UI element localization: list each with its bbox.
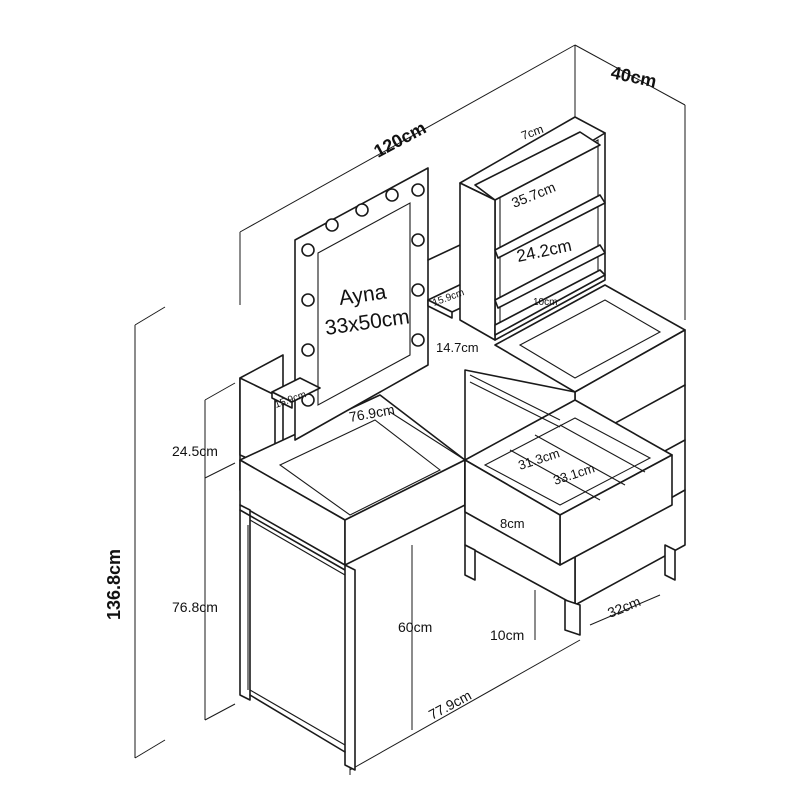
- cabinet-depth-label: 32cm: [605, 593, 643, 621]
- bulb-icon: [411, 183, 425, 197]
- bulb-icon: [411, 283, 425, 297]
- shelf-unit: [459, 116, 606, 341]
- bulb-icon: [301, 343, 315, 357]
- bulb-icon: [385, 188, 399, 202]
- bulb-icon: [301, 293, 315, 307]
- upper-height-label: 24.5cm: [172, 443, 218, 459]
- bulb-icon: [411, 333, 425, 347]
- small-shelf-left: [271, 377, 321, 409]
- drawer-height-label: 8cm: [500, 516, 525, 531]
- leg-height-label: 60cm: [398, 619, 432, 635]
- left-desk: [239, 354, 466, 771]
- bulb-icon: [355, 203, 369, 217]
- shelf-bottom-label: 10cm: [533, 297, 557, 308]
- desk-width-dimension: [349, 639, 581, 775]
- desk-height-label: 76.8cm: [172, 599, 218, 615]
- width-dimension: [239, 44, 576, 305]
- total-height-label: 136.8cm: [104, 549, 124, 620]
- desk-width-label: 77.9cm: [426, 687, 474, 723]
- desk-height-dimension: [204, 382, 236, 721]
- mirror: [294, 167, 429, 441]
- bulb-icon: [325, 218, 339, 232]
- shelf-gap-label: 14.7cm: [436, 340, 479, 355]
- cabinet-leg-dimension: [534, 590, 661, 640]
- open-drawer: [389, 374, 673, 566]
- width-label: 120cm: [370, 118, 429, 162]
- top-width-label: 76.9cm: [348, 401, 396, 425]
- cabinet-leg-label: 10cm: [490, 627, 524, 643]
- bulb-icon: [411, 233, 425, 247]
- depth-label: 40cm: [609, 62, 658, 91]
- depth-dimension: [574, 44, 686, 320]
- total-height-dimension: [134, 306, 166, 759]
- bulb-icon: [301, 243, 315, 257]
